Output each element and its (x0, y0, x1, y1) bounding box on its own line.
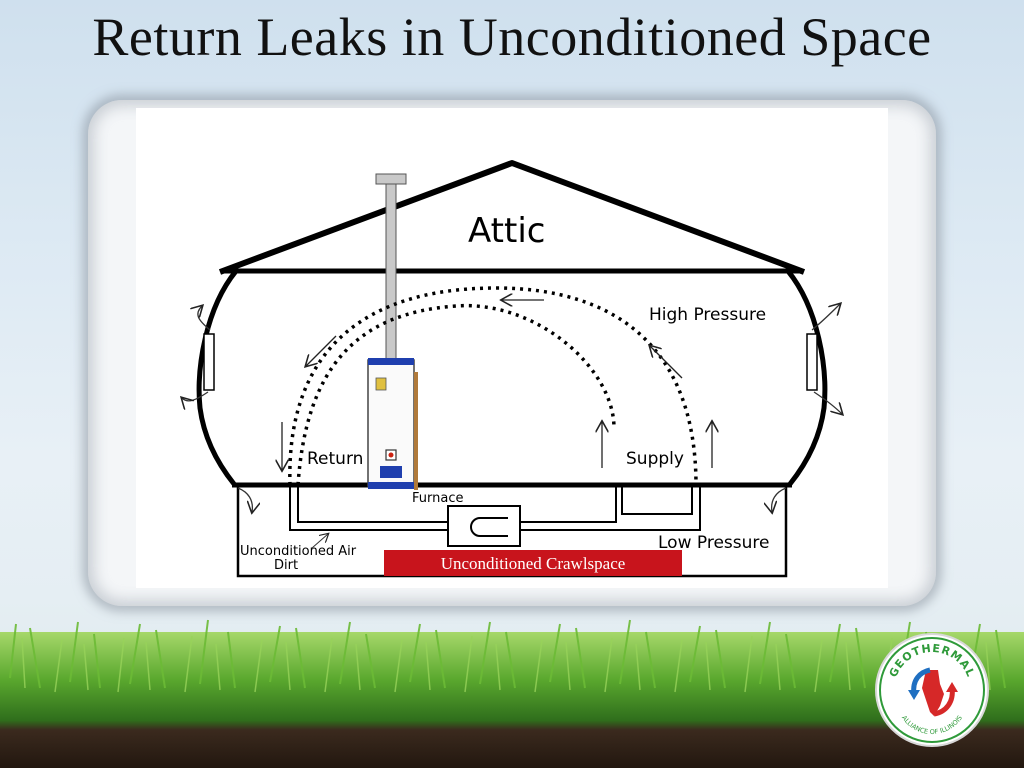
leak-arrow-right-upper (811, 304, 840, 331)
geothermal-alliance-logo: GEOTHERMAL ALLIANCE OF ILLINOIS (875, 633, 989, 747)
leak-arrow-crawl-right (772, 487, 787, 512)
coil-loop (470, 517, 508, 537)
furnace-coil-box (447, 505, 521, 547)
right-wall (786, 269, 828, 486)
dirt-label: Dirt (274, 558, 298, 573)
house-airflow-diagram: Attic High Pressure Return Supply Furnac… (136, 108, 888, 588)
high-pressure-label: High Pressure (649, 305, 766, 325)
inner-airflow-arc (296, 303, 616, 486)
unconditioned-air-label: Unconditioned Air (240, 544, 357, 559)
furnace-label: Furnace (412, 491, 463, 506)
leak-arrow-left-lower (182, 391, 209, 401)
return-duct (289, 485, 448, 531)
left-vent (203, 333, 215, 391)
leak-arrow-crawl-left (237, 487, 252, 512)
flue-pipe (385, 183, 397, 361)
return-label: Return (307, 449, 363, 469)
leak-arrow-right-lower (813, 391, 842, 414)
flue-cap (375, 173, 407, 185)
right-vent (806, 333, 818, 391)
attic-label: Attic (468, 211, 545, 251)
supply-duct-outer (520, 485, 701, 531)
return-duct-inner (297, 485, 448, 523)
right-flow-arrow (650, 346, 683, 379)
supply-duct (520, 485, 617, 523)
left-flow-arrow (306, 335, 337, 366)
crawlspace-banner (384, 550, 682, 576)
illinois-shape-icon (922, 670, 944, 716)
supply-duct-box (621, 485, 693, 515)
leak-arrow-left-upper (198, 306, 211, 331)
roof (218, 160, 806, 275)
low-pressure-label: Low Pressure (658, 533, 769, 553)
grass-strip (0, 619, 1024, 768)
supply-label: Supply (626, 449, 684, 469)
crawlspace-banner-text: Unconditioned Crawlspace (441, 554, 626, 573)
left-wall (196, 269, 238, 486)
slide-title: Return Leaks in Unconditioned Space (92, 7, 932, 67)
